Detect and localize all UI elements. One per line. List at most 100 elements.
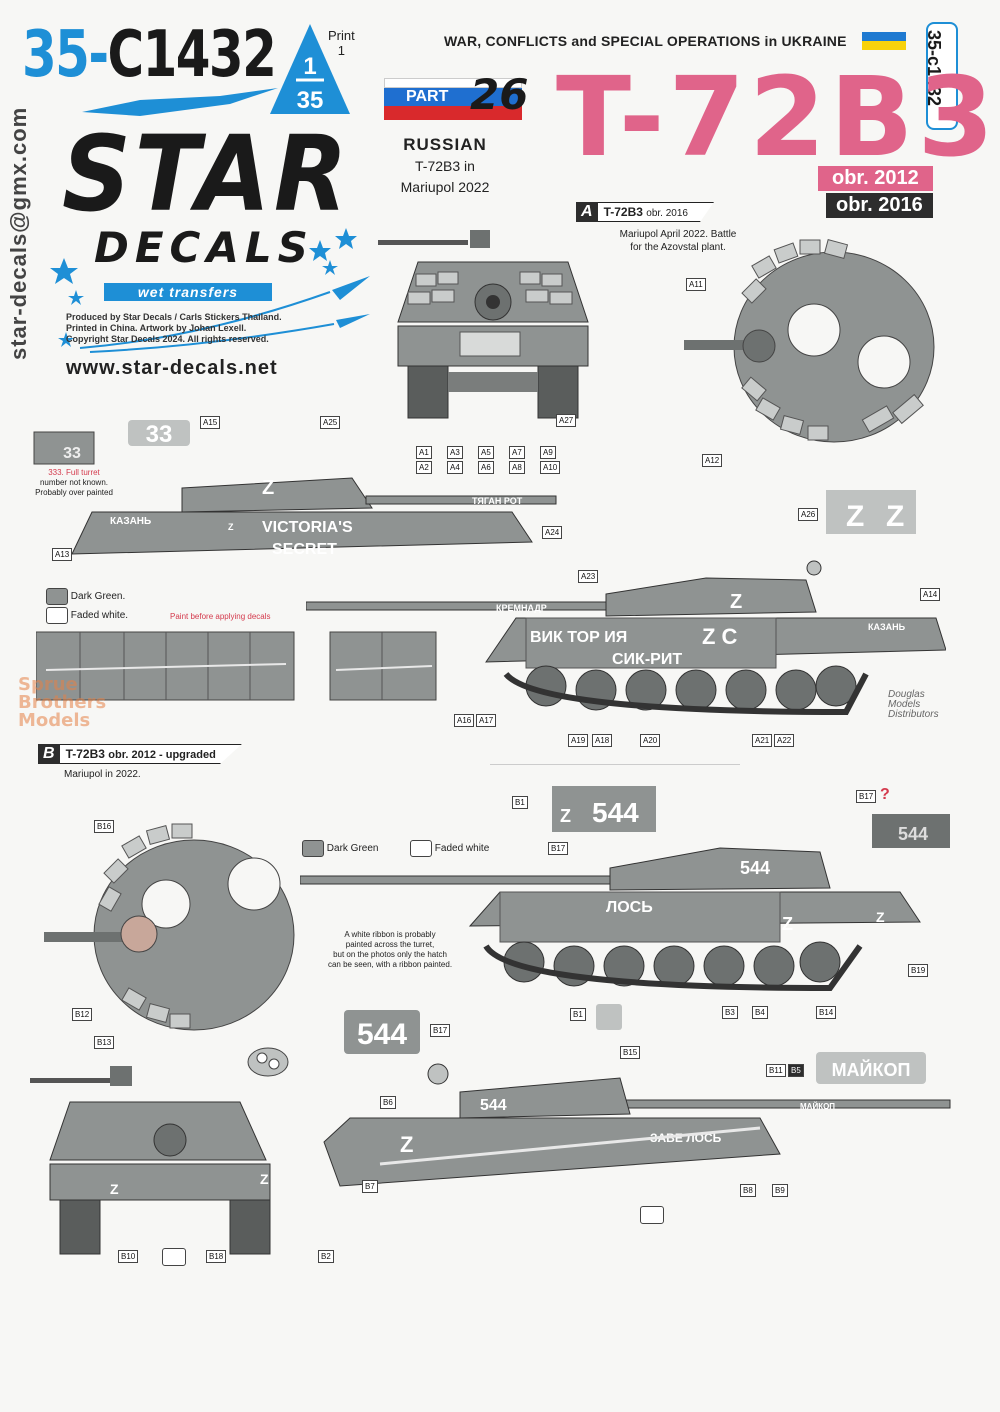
svg-text:Z: Z	[876, 909, 885, 925]
callout-a12: A12	[702, 454, 723, 467]
scheme-a-skirt-panels	[35, 630, 446, 707]
svg-text:ЛОСЬ: ЛОСЬ	[606, 899, 653, 916]
callout-b1: B1	[512, 796, 528, 809]
svg-text:Z: Z	[560, 806, 571, 826]
svg-text:СИК-РИТ: СИК-РИТ	[612, 651, 682, 668]
callout-a6: A6	[478, 461, 494, 474]
callout-a22: A22	[774, 734, 795, 747]
callout-b12: B12	[72, 1008, 93, 1021]
legend-b-faded-white: Faded white	[410, 840, 489, 857]
callout-b11: B11	[766, 1064, 786, 1077]
part-flag: PART	[384, 78, 522, 120]
callout-a9: A9	[540, 446, 556, 459]
callout-b18: B18	[206, 1250, 227, 1263]
scale-bottom: 35	[297, 87, 324, 114]
turret-hatch-icon	[246, 1044, 290, 1083]
svg-text:КАЗАНЬ: КАЗАНЬ	[868, 622, 906, 632]
svg-text:Z: Z	[110, 1181, 119, 1197]
badge-obr-2016: obr. 2016	[826, 193, 933, 218]
scheme-b-right-profile: 544 ЛОСЬ Z Z	[299, 796, 950, 1011]
callout-b1-lower: B1	[570, 1008, 586, 1021]
callout-b17: B17	[548, 842, 569, 855]
side-product-code: 35-c1432	[924, 22, 958, 130]
callout-a7: A7	[509, 446, 525, 459]
callout-a16: A16	[454, 714, 475, 727]
legend-a-dark-green: Dark Green.	[46, 588, 125, 605]
legend-a-faded-white: Faded white.	[46, 607, 128, 624]
website-link[interactable]: www.star-decals.net	[66, 357, 278, 379]
callout-b15: B15	[620, 1046, 641, 1059]
scheme-b-turret-top	[44, 820, 304, 1055]
scheme-a-right-profile: КРЕМНАДР Z ВИК ТОР ИЯ СИК-РИТ Z C КАЗАНЬ	[305, 534, 947, 739]
callout-b8: B8	[740, 1184, 756, 1197]
callout-a21: A21	[752, 734, 773, 747]
callout-a11: A11	[686, 278, 706, 291]
callout-b4: B4	[752, 1006, 768, 1019]
paint-note: Paint before applying decals	[170, 612, 271, 621]
series-title: WAR, CONFLICTS and SPECIAL OPERATIONS in…	[444, 33, 847, 49]
scheme-b-left-profile: МАЙКОП 544 ЗАВЕ ЛОСЬ Z	[320, 1058, 960, 1203]
svg-text:VICTORIA'S: VICTORIA'S	[262, 519, 353, 536]
svg-text:Z: Z	[782, 914, 793, 934]
decal-544-large: 544	[344, 1010, 420, 1059]
callout-b5: B5	[788, 1064, 804, 1077]
part-number: 26	[470, 70, 529, 119]
callout-a13: A13	[52, 548, 73, 561]
scheme-b-front-view: Z Z	[30, 1060, 290, 1265]
b17-question-mark: ?	[880, 786, 890, 803]
scale-top: 1	[303, 53, 316, 80]
swatch-faded-white-b2	[162, 1248, 186, 1266]
callout-b19: B19	[908, 964, 929, 977]
svg-text:33: 33	[146, 421, 173, 448]
callout-a15: A15	[200, 416, 221, 429]
callout-a14: A14	[920, 588, 941, 601]
decal-maikop: МАЙКОП	[816, 1052, 926, 1089]
subtitle: RUSSIAN T-72B3 in Mariupol 2022	[400, 135, 490, 195]
scale-triangle: 1 35	[268, 22, 352, 121]
scheme-a-turret-top	[684, 232, 984, 467]
callout-a4: A4	[447, 461, 463, 474]
callout-b7: B7	[362, 1180, 378, 1193]
callout-a19: A19	[568, 734, 589, 747]
svg-text:ТЯГАН РОТ: ТЯГАН РОТ	[472, 496, 523, 506]
callout-a1: A1	[416, 446, 432, 459]
callout-b13: B13	[94, 1036, 115, 1049]
callout-a23: A23	[578, 570, 599, 583]
scheme-b-note: Mariupol in 2022.	[64, 769, 141, 780]
callout-b6: B6	[380, 1096, 396, 1109]
svg-text:544: 544	[898, 824, 928, 844]
ukraine-flag-icon	[862, 32, 906, 50]
email-link[interactable]: star-decals@gmx.com	[6, 106, 31, 360]
svg-text:Z: Z	[730, 591, 742, 613]
svg-text:МАЙКОП: МАЙКОП	[832, 1059, 911, 1080]
callout-a26: A26	[798, 508, 819, 521]
scheme-a-front-view	[378, 222, 608, 427]
svg-text:Z: Z	[260, 1171, 269, 1187]
callout-a10: A10	[540, 461, 561, 474]
page-title: T-72B3	[556, 53, 998, 181]
brand-decals: DECALS	[94, 223, 314, 272]
callout-a20: A20	[640, 734, 661, 747]
svg-text:ВИК ТОР ИЯ: ВИК ТОР ИЯ	[530, 629, 627, 646]
callout-a25: A25	[320, 416, 341, 429]
callout-a18: A18	[592, 734, 613, 747]
svg-text:Z: Z	[400, 1132, 413, 1157]
svg-text:Z C: Z C	[702, 624, 738, 649]
svg-text:544: 544	[592, 797, 639, 828]
svg-text:КРЕМНАДР: КРЕМНАДР	[496, 603, 547, 613]
callout-b16: B16	[94, 820, 115, 833]
svg-text:МАЙКОП: МАЙКОП	[800, 1102, 835, 1111]
scheme-a-left-profile: 33 33 ТЯГАН РОТ КАЗАНЬ Z VICTORIA'S SECR…	[32, 418, 592, 588]
callout-a24: A24	[542, 526, 563, 539]
callout-b3: B3	[722, 1006, 738, 1019]
callout-b9: B9	[772, 1184, 788, 1197]
svg-text:SECRET: SECRET	[272, 541, 337, 558]
callout-a8: A8	[509, 461, 525, 474]
